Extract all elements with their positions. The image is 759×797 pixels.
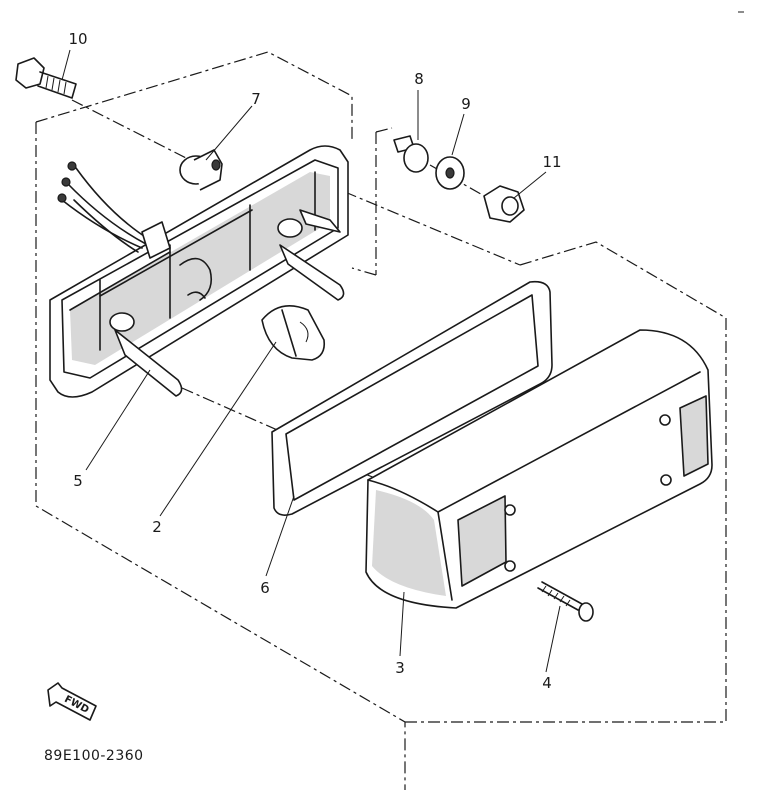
nut [483,185,525,223]
screw [537,581,594,622]
callout-10: 10 [68,30,87,48]
gasket [271,280,553,516]
diagram-code: 89E100-2360 [44,748,144,764]
fwd-arrow-icon: FWD [47,682,97,721]
callout-7: 7 [251,90,261,108]
grommet [179,149,223,191]
callout-6: 6 [260,579,270,597]
washer [435,156,465,190]
lens [365,329,713,609]
callout-8: 8 [414,70,424,88]
assembly-boundary [35,51,727,790]
callout-9: 9 [461,95,471,113]
bolt [15,57,77,99]
callout-2: 2 [152,518,162,536]
collar [393,135,429,173]
lamp-housing-base [49,145,349,398]
callout-5: 5 [73,472,83,490]
callout-3: 3 [395,659,405,677]
callout-11: 11 [542,153,561,171]
callout-4: 4 [542,674,552,692]
bulb [261,304,326,361]
leader-lines [61,49,561,673]
